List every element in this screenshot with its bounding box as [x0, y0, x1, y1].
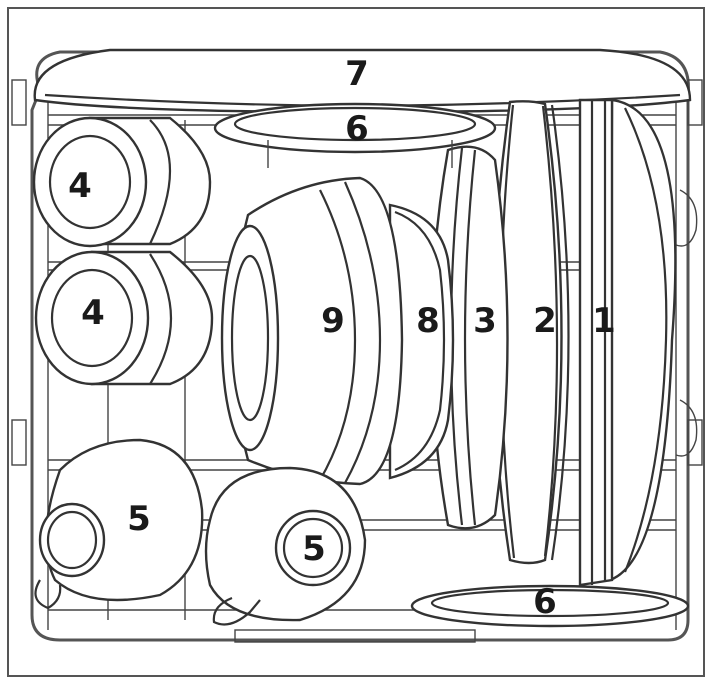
item-9-bowls	[222, 178, 402, 484]
label-5-right: 5	[302, 529, 326, 569]
label-4-top: 4	[68, 166, 92, 206]
label-5-left: 5	[127, 499, 151, 539]
label-6-top: 6	[345, 109, 369, 149]
item-4-mid-cup	[36, 252, 212, 384]
label-2: 2	[533, 301, 557, 341]
label-7: 7	[345, 54, 369, 94]
label-9: 9	[321, 301, 345, 341]
label-4-mid: 4	[81, 293, 105, 333]
label-1: 1	[592, 301, 616, 341]
label-3: 3	[473, 301, 497, 341]
item-4-top-cup	[34, 118, 210, 246]
label-8: 8	[416, 301, 440, 341]
label-6-bottom: 6	[533, 582, 557, 622]
